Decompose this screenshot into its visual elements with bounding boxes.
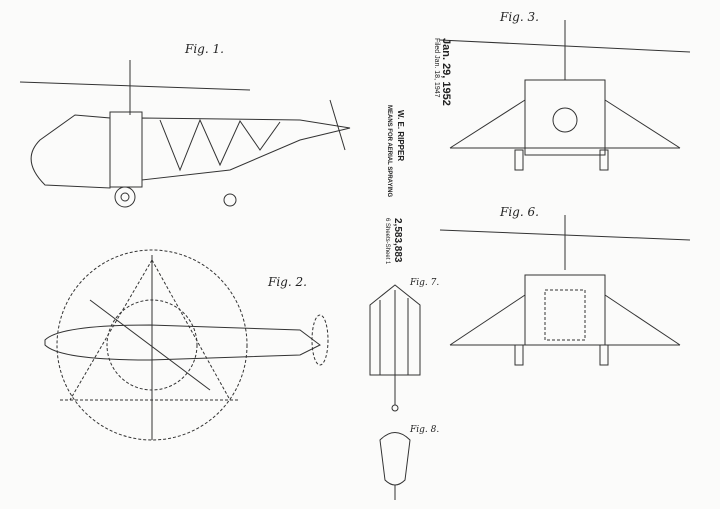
fig8-label: Fig. 8. [410,425,440,435]
inventor-name: W. E. RIPPER [396,110,405,162]
fig6-helicopter-front-view [439,215,691,366]
fig3-helicopter-front-view [439,20,691,171]
fig6-label: Fig. 6. [500,205,539,219]
fig7-tank-detail [369,284,421,412]
patent-number: 2,583,883 [392,218,403,263]
fig7-label: Fig. 7. [410,278,440,288]
fig3-label: Fig. 3. [500,10,539,24]
fig2-helicopter-top-view [44,249,329,441]
filed-date: Filed Jan. 18, 1947 [433,38,440,98]
patent-title: MEANS FOR AERIAL SPRAYING [386,105,392,198]
fig2-label: Fig. 2. [268,275,307,289]
patent-date: Jan. 29, 1952 [440,38,452,106]
sheet-count: 6 Sheets-Sheet 1 [384,218,390,265]
fig1-helicopter-side-view [19,60,351,208]
fig1-label: Fig. 1. [185,42,224,56]
fig8-valve-detail [379,432,411,500]
